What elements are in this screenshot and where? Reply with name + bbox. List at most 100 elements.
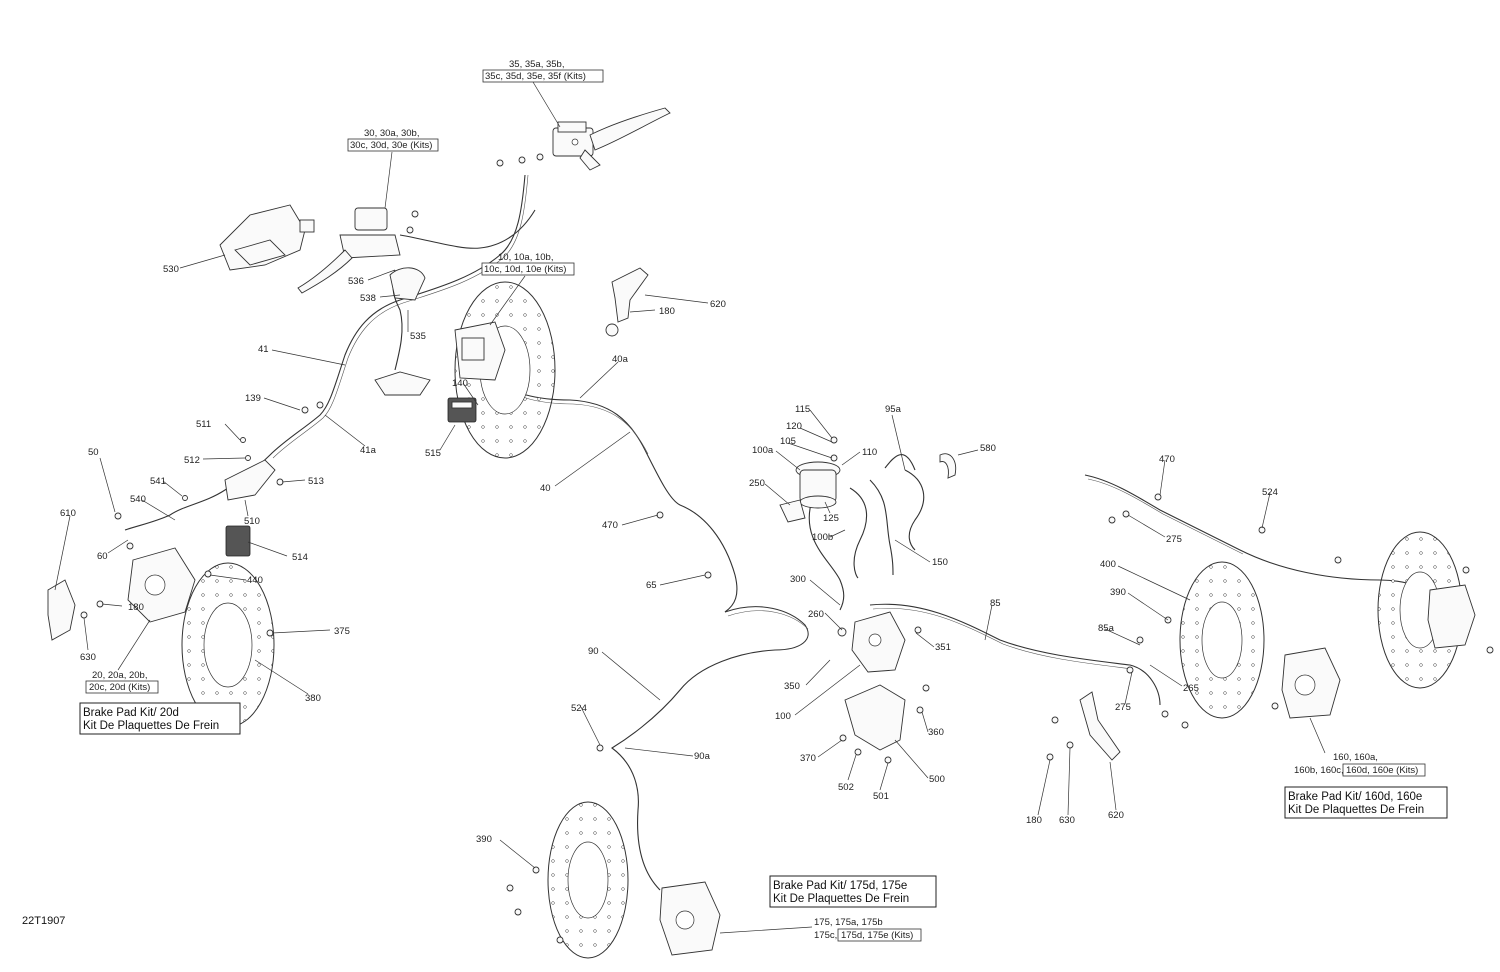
kit-box-20 (85, 680, 159, 694)
label-139: 139 (245, 393, 261, 404)
kit-175-line2: Kit De Plaquettes De Frein (773, 893, 909, 905)
label-160-kits: 160d, 160e (Kits) (1346, 765, 1418, 776)
label-630-right: 630 (1059, 815, 1075, 826)
junction-510 (224, 459, 276, 501)
label-536: 536 (348, 276, 364, 287)
label-41a: 41a (360, 445, 377, 456)
bracket-250 (779, 499, 806, 523)
caliper-160 (1281, 647, 1341, 719)
label-501: 501 (873, 791, 889, 802)
part-numbers: 530 536 538 535 620 180 41 139 41a 140 4… (60, 264, 1278, 845)
label-502: 502 (838, 782, 854, 793)
label-160: 160, 160a, (1333, 752, 1378, 763)
label-115: 115 (795, 404, 810, 415)
label-100a: 100a (752, 445, 774, 456)
reservoir-100a (795, 461, 841, 509)
label-95a: 95a (885, 404, 902, 415)
label-470-mid: 470 (602, 520, 618, 531)
label-390-right: 390 (1110, 587, 1126, 598)
kit-box-175d (769, 875, 937, 908)
label-513: 513 (308, 476, 324, 487)
brake-lines (124, 174, 1441, 891)
label-90: 90 (588, 646, 599, 657)
label-514: 514 (292, 552, 308, 563)
label-20: 20, 20a, 20b, (92, 670, 147, 681)
label-630-left: 630 (80, 652, 96, 663)
label-260: 260 (808, 609, 824, 620)
master-cylinder-35 (496, 107, 671, 171)
bracket-530 (219, 204, 315, 271)
label-580: 580 (980, 443, 996, 454)
label-541: 541 (150, 476, 166, 487)
pump-100 (851, 611, 906, 673)
kit-box-175 (837, 928, 922, 942)
label-500: 500 (929, 774, 945, 785)
bracket-500 (844, 684, 906, 751)
label-515: 515 (425, 448, 441, 459)
label-120: 120 (786, 421, 802, 432)
label-35-kits: 35c, 35d, 35e, 35f (Kits) (485, 71, 586, 82)
kit-box-10 (481, 262, 575, 276)
label-524-left: 524 (571, 703, 587, 714)
label-35: 35, 35a, 35b, (509, 59, 564, 70)
label-275-bottom: 275 (1115, 702, 1131, 713)
label-boxes: 35, 35a, 35b, 35c, 35d, 35e, 35f (Kits) … (85, 59, 1426, 942)
label-10: 10, 10a, 10b, (498, 252, 553, 263)
label-85a: 85a (1098, 623, 1115, 634)
leader-lines (54, 81, 1326, 934)
label-41: 41 (258, 344, 269, 355)
label-512: 512 (184, 455, 200, 466)
label-40a: 40a (612, 354, 629, 365)
label-350: 350 (784, 681, 800, 692)
label-100b: 100b (812, 532, 833, 543)
caliper-20 (127, 547, 196, 623)
label-351: 351 (935, 642, 951, 653)
bolts (80, 401, 1494, 944)
label-180-top: 180 (659, 306, 675, 317)
label-524-right: 524 (1262, 487, 1278, 498)
label-375: 375 (334, 626, 350, 637)
module-515 (447, 397, 477, 423)
label-20-kits: 20c, 20d (Kits) (89, 682, 150, 693)
label-440: 440 (247, 575, 263, 586)
label-110: 110 (862, 447, 877, 458)
label-610: 610 (60, 508, 76, 519)
label-100: 100 (775, 711, 791, 722)
label-90a: 90a (694, 751, 711, 762)
master-cylinder-30 (297, 207, 419, 294)
label-60: 60 (97, 551, 108, 562)
label-511: 511 (196, 419, 211, 430)
label-510: 510 (244, 516, 260, 527)
label-180-right: 180 (1026, 815, 1042, 826)
kit-box-35 (482, 69, 604, 83)
label-65: 65 (646, 580, 657, 591)
label-250: 250 (749, 478, 765, 489)
label-40: 40 (540, 483, 551, 494)
label-538: 538 (360, 293, 376, 304)
label-160b: 160b, 160c, (1294, 765, 1344, 776)
label-150: 150 (932, 557, 948, 568)
bracket-620-right (1079, 691, 1121, 761)
label-530: 530 (163, 264, 179, 275)
label-390-bottom: 390 (476, 834, 492, 845)
label-360: 360 (928, 727, 944, 738)
label-175-kits: 175d, 175e (Kits) (841, 930, 913, 941)
module-514 (225, 525, 251, 557)
label-175: 175, 175a, 175b (814, 917, 883, 928)
label-470-right: 470 (1159, 454, 1175, 465)
kit-20-line2: Kit De Plaquettes De Frein (83, 720, 219, 732)
guard-620-top (605, 267, 649, 337)
label-30-kits: 30c, 30d, 30e (Kits) (350, 140, 432, 151)
label-10-kits: 10c, 10d, 10e (Kits) (484, 264, 566, 275)
bracket-536 (374, 267, 431, 396)
caliper-175 (659, 881, 721, 956)
label-275-top: 275 (1166, 534, 1182, 545)
label-370: 370 (800, 753, 816, 764)
caliper-10 (454, 321, 506, 381)
label-30: 30, 30a, 30b, (364, 128, 419, 139)
kit-box-160d (1284, 786, 1448, 819)
label-125: 125 (823, 513, 839, 524)
kit-160-line1: Brake Pad Kit/ 160d, 160e (1288, 791, 1422, 803)
kit-box-30 (347, 138, 439, 152)
